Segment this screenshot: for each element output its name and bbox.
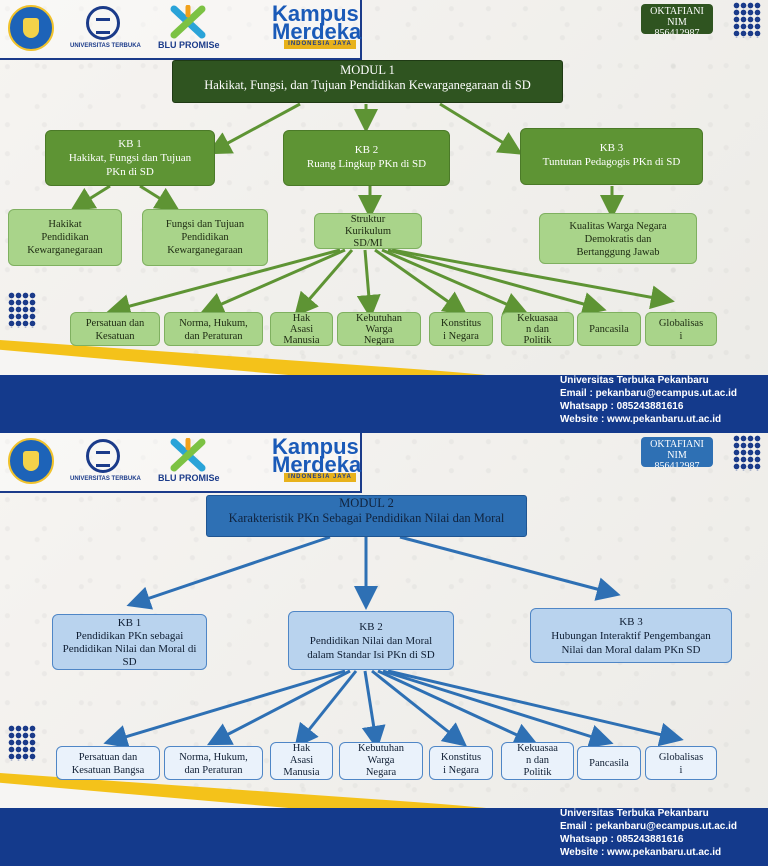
- kampus-logo-line1: Kampus: [272, 1, 359, 26]
- modul1-leaf-kebutuhan: Kebutuhan Warga Negara: [337, 312, 421, 346]
- footer-info: Universitas Terbuka Pekanbaru Email : pe…: [560, 807, 737, 859]
- modul2-leaf-globalisasi: Globalisas i: [645, 746, 717, 780]
- modul2-kb3: KB 3 Hubungan Interaktif Pengembangan Ni…: [530, 608, 732, 663]
- student-name: OKTAFIANI: [650, 6, 704, 17]
- modul2-leaf-persatuan: Persatuan dan Kesatuan Bangsa: [56, 746, 160, 780]
- modul1-kb1: KB 1 Hakikat, Fungsi dan Tujuan PKn di S…: [45, 130, 215, 186]
- kampus-logo-line2: Merdeka: [272, 452, 362, 477]
- modul1-kb2: KB 2 Ruang Lingkup PKn di SD: [283, 130, 450, 186]
- dot-pattern-left: [8, 292, 36, 328]
- blu-promise-text: BLU PROMISe: [158, 40, 220, 50]
- blu-promise-logo-icon: [170, 5, 206, 39]
- footer-website: Website : www.pekanbaru.ut.ac.id: [560, 847, 722, 858]
- modul1-sub-kualitas: Kualitas Warga Negara Demokratis dan Ber…: [539, 213, 697, 264]
- footer-university: Universitas Terbuka Pekanbaru: [560, 808, 709, 819]
- blu-promise-text: BLU PROMISe: [158, 473, 220, 483]
- footer-university: Universitas Terbuka Pekanbaru: [560, 375, 709, 386]
- student-nim: 856412987: [654, 28, 700, 34]
- footer-band: [0, 808, 768, 866]
- blu-promise-logo-icon: [170, 438, 206, 472]
- kampus-logo-line1: Kampus: [272, 434, 359, 459]
- logo-bar: UNIVERSITAS TERBUKA BLU PROMISe Kampus M…: [0, 433, 362, 493]
- modul1-leaf-ham: Hak Asasi Manusia: [270, 312, 333, 346]
- modul1-kb3: KB 3 Tuntutan Pedagogis PKn di SD: [520, 128, 703, 185]
- footer-whatsapp: Whatsapp : 085243881616: [560, 834, 684, 845]
- modul2-kb2: KB 2 Pendidikan Nilai dan Moral dalam St…: [288, 611, 454, 670]
- tut-wuri-logo-icon: [8, 5, 54, 51]
- student-nim: 856412987: [654, 461, 700, 467]
- student-name-box: OKTAFIANI NIM 856412987: [641, 437, 713, 467]
- logo-bar: UNIVERSITAS TERBUKA BLU PROMISe Kampus M…: [0, 0, 362, 60]
- modul1-leaf-kekuasaan: Kekuasaa n dan Politik: [501, 312, 574, 346]
- connector-arrows: [103, 535, 684, 750]
- footer-whatsapp: Whatsapp : 085243881616: [560, 401, 684, 412]
- footer-info: Universitas Terbuka Pekanbaru Email : pe…: [560, 374, 737, 426]
- slide-modul-1: Universitas Terbuka Pekanbaru Email : pe…: [0, 0, 768, 433]
- ut-logo-text: UNIVERSITAS TERBUKA: [70, 43, 141, 49]
- modul1-leaf-persatuan: Persatuan dan Kesatuan: [70, 312, 160, 346]
- modul1-sub-kurikulum: Struktur Kurikulum SD/MI: [314, 213, 422, 249]
- tut-wuri-logo-icon: [8, 438, 54, 484]
- modul1-title: MODUL 1 Hakikat, Fungsi, dan Tujuan Pend…: [172, 60, 563, 103]
- modul2-leaf-ham: Hak Asasi Manusia: [270, 742, 333, 780]
- student-nim-label: NIM: [667, 450, 687, 461]
- modul1-sub-hakikat: Hakikat Pendidikan Kewarganegaraan: [8, 209, 122, 266]
- modul1-leaf-pancasila: Pancasila: [577, 312, 641, 346]
- modul2-leaf-kebutuhan: Kebutuhan Warga Negara: [339, 742, 423, 780]
- modul2-leaf-pancasila: Pancasila: [577, 746, 641, 780]
- kampus-logo-tag: INDONESIA JAYA: [284, 473, 356, 482]
- modul1-leaf-konstitusi: Konstitus i Negara: [429, 312, 493, 346]
- modul1-leaf-norma: Norma, Hukum, dan Peraturan: [164, 312, 263, 346]
- slide-modul-2: Universitas Terbuka Pekanbaru Email : pe…: [0, 433, 768, 866]
- footer-band: [0, 375, 768, 433]
- student-name: OKTAFIANI: [650, 439, 704, 450]
- modul2-kb1: KB 1 Pendidikan PKn sebagai Pendidikan N…: [52, 614, 207, 670]
- ut-logo-icon: [86, 439, 120, 473]
- modul1-sub-fungsi: Fungsi dan Tujuan Pendidikan Kewarganega…: [142, 209, 268, 266]
- footer-email: Email : pekanbaru@ecampus.ut.ac.id: [560, 821, 738, 832]
- modul2-leaf-konstitusi: Konstitus i Negara: [429, 746, 493, 780]
- dot-pattern-top: [733, 435, 761, 471]
- dot-pattern-left: [8, 725, 36, 761]
- modul2-title: MODUL 2 Karakteristik PKn Sebagai Pendid…: [206, 495, 527, 537]
- student-name-box: OKTAFIANI NIM 856412987: [641, 4, 713, 34]
- ut-logo-text: UNIVERSITAS TERBUKA: [70, 476, 141, 482]
- kampus-logo-tag: INDONESIA JAYA: [284, 40, 356, 49]
- modul2-leaf-kekuasaan: Kekuasaa n dan Politik: [501, 742, 574, 780]
- footer-email: Email : pekanbaru@ecampus.ut.ac.id: [560, 388, 738, 399]
- modul1-leaf-globalisasi: Globalisas i: [645, 312, 717, 346]
- footer-website: Website : www.pekanbaru.ut.ac.id: [560, 414, 722, 425]
- ut-logo-icon: [86, 6, 120, 40]
- student-nim-label: NIM: [667, 17, 687, 28]
- dot-pattern-top: [733, 2, 761, 38]
- modul2-leaf-norma: Norma, Hukum, dan Peraturan: [164, 746, 263, 780]
- connector-arrows: [70, 102, 675, 319]
- kampus-logo-line2: Merdeka: [272, 19, 362, 44]
